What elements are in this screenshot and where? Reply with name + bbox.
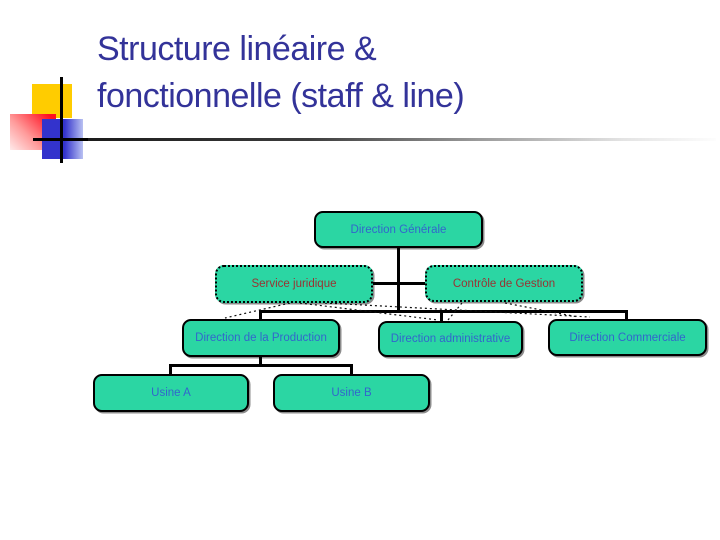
connector-drop-usine-a [169,364,172,375]
org-node-service-juridique: Service juridique [215,265,373,303]
connector-level3-bar [259,310,628,313]
title-underline-rule [88,138,716,141]
connector-production-trunk [259,356,262,366]
org-node-usine-b: Usine B [273,374,430,412]
org-node-direction-commerciale: Direction Commerciale [548,319,707,356]
org-node-direction-administrative: Direction administrative [378,321,523,357]
accent-cross-horizontal-line [33,138,93,141]
slide-title: Structure linéaire & fonctionnelle (staff… [97,26,657,120]
connector-drop-usine-b [350,364,353,375]
accent-cross-vertical-line [60,77,63,163]
slide-title-line2: fonctionnelle (staff & line) [97,77,465,115]
org-node-usine-a: Usine A [93,374,249,412]
connector-staff-crossbar [373,282,425,285]
org-node-direction-production: Direction de la Production [182,319,340,357]
slide-title-line1: Structure linéaire & [97,30,377,68]
org-node-direction-generale: Direction Générale [314,211,483,248]
accent-yellow-square [32,84,72,118]
org-node-controle-de-gestion: Contrôle de Gestion [425,265,583,302]
connector-dg-trunk [397,248,400,313]
connector-drop-commerciale [625,310,628,321]
connector-usines-bar [169,364,353,367]
